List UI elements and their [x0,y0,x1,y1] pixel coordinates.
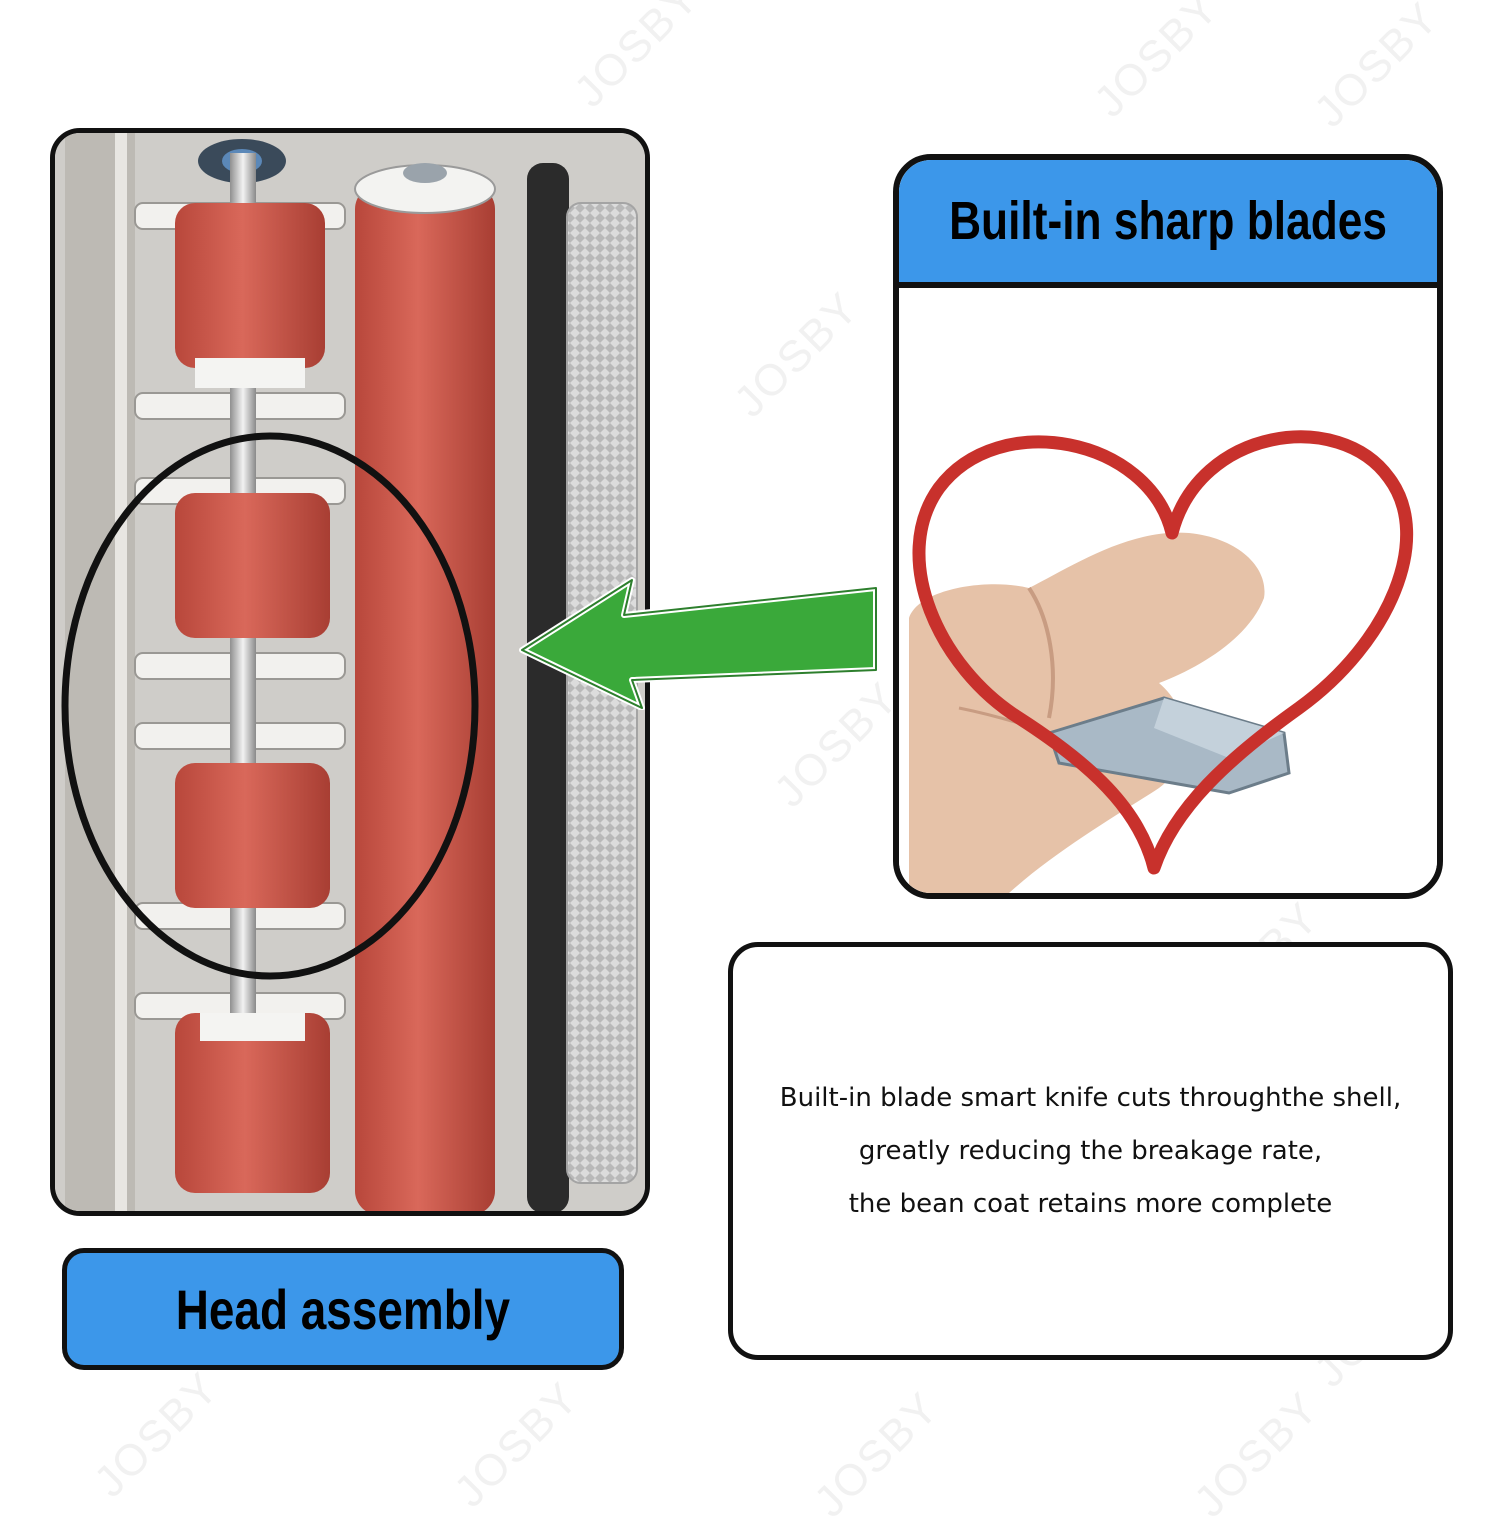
watermark-text: JOSBY [1184,1382,1329,1527]
watermark-text: JOSBY [1084,0,1229,127]
description-box: Built-in blade smart knife cuts throught… [728,942,1453,1360]
watermark-text: JOSBY [564,0,709,117]
watermark-text: JOSBY [84,1362,229,1507]
sharp-blades-title: Built-in sharp blades [949,191,1387,251]
sharp-blades-card: Built-in sharp blades [893,154,1443,899]
description-line-3: the bean coat retains more complete [848,1188,1333,1219]
watermark-text: JOSBY [724,282,869,427]
watermark-text: JOSBY [1304,0,1449,137]
head-assembly-label-text: Head assembly [175,1277,511,1341]
roller-illustration [55,133,645,1211]
heart-outline-icon [912,430,1414,875]
watermark-text: JOSBY [444,1372,589,1517]
watermark-text: JOSBY [804,1382,949,1527]
description-line-2: greatly reducing the breakage rate, [858,1135,1323,1166]
head-assembly-photo [50,128,650,1216]
head-assembly-label: Head assembly [62,1248,624,1370]
left-arrow-icon [519,577,879,710]
sharp-blades-header: Built-in sharp blades [899,160,1437,288]
blade-photo [899,288,1437,893]
description-line-1: Built-in blade smart knife cuts throught… [779,1082,1402,1113]
